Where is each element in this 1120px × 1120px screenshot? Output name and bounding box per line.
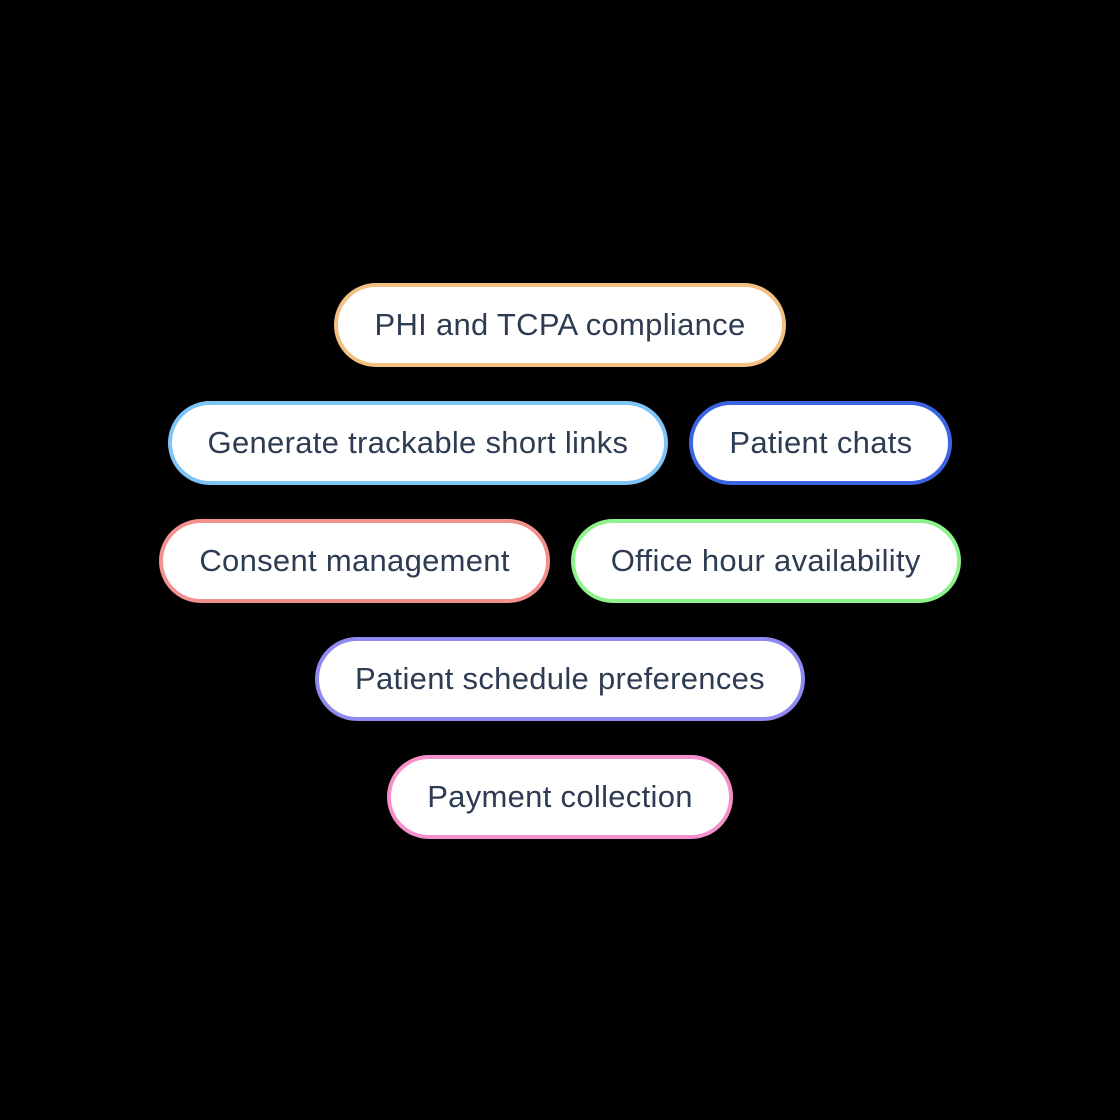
pill-label: PHI and TCPA compliance xyxy=(374,306,746,342)
pill-label: Consent management xyxy=(199,542,510,578)
pill-patient-schedule-preferences: Patient schedule preferences xyxy=(315,637,805,721)
pill-row-5: Payment collection xyxy=(387,755,733,839)
pill-patient-chats: Patient chats xyxy=(689,401,953,485)
pill-label: Payment collection xyxy=(427,778,693,814)
pill-office-hour-availability: Office hour availability xyxy=(570,519,961,603)
pill-label: Patient chats xyxy=(729,424,913,460)
pill-row-1: PHI and TCPA compliance xyxy=(334,283,786,367)
pill-label: Patient schedule preferences xyxy=(355,660,765,696)
pill-label: Office hour availability xyxy=(610,542,921,578)
pill-row-2: Generate trackable short links Patient c… xyxy=(167,401,953,485)
pill-consent-management: Consent management xyxy=(159,519,550,603)
pill-payment-collection: Payment collection xyxy=(387,755,733,839)
pill-phi-and-tcpa-compliance: PHI and TCPA compliance xyxy=(334,283,786,367)
pill-row-4: Patient schedule preferences xyxy=(315,637,805,721)
pill-generate-trackable-short-links: Generate trackable short links xyxy=(167,401,669,485)
pill-label: Generate trackable short links xyxy=(207,424,629,460)
pill-row-3: Consent management Office hour availabil… xyxy=(159,519,961,603)
